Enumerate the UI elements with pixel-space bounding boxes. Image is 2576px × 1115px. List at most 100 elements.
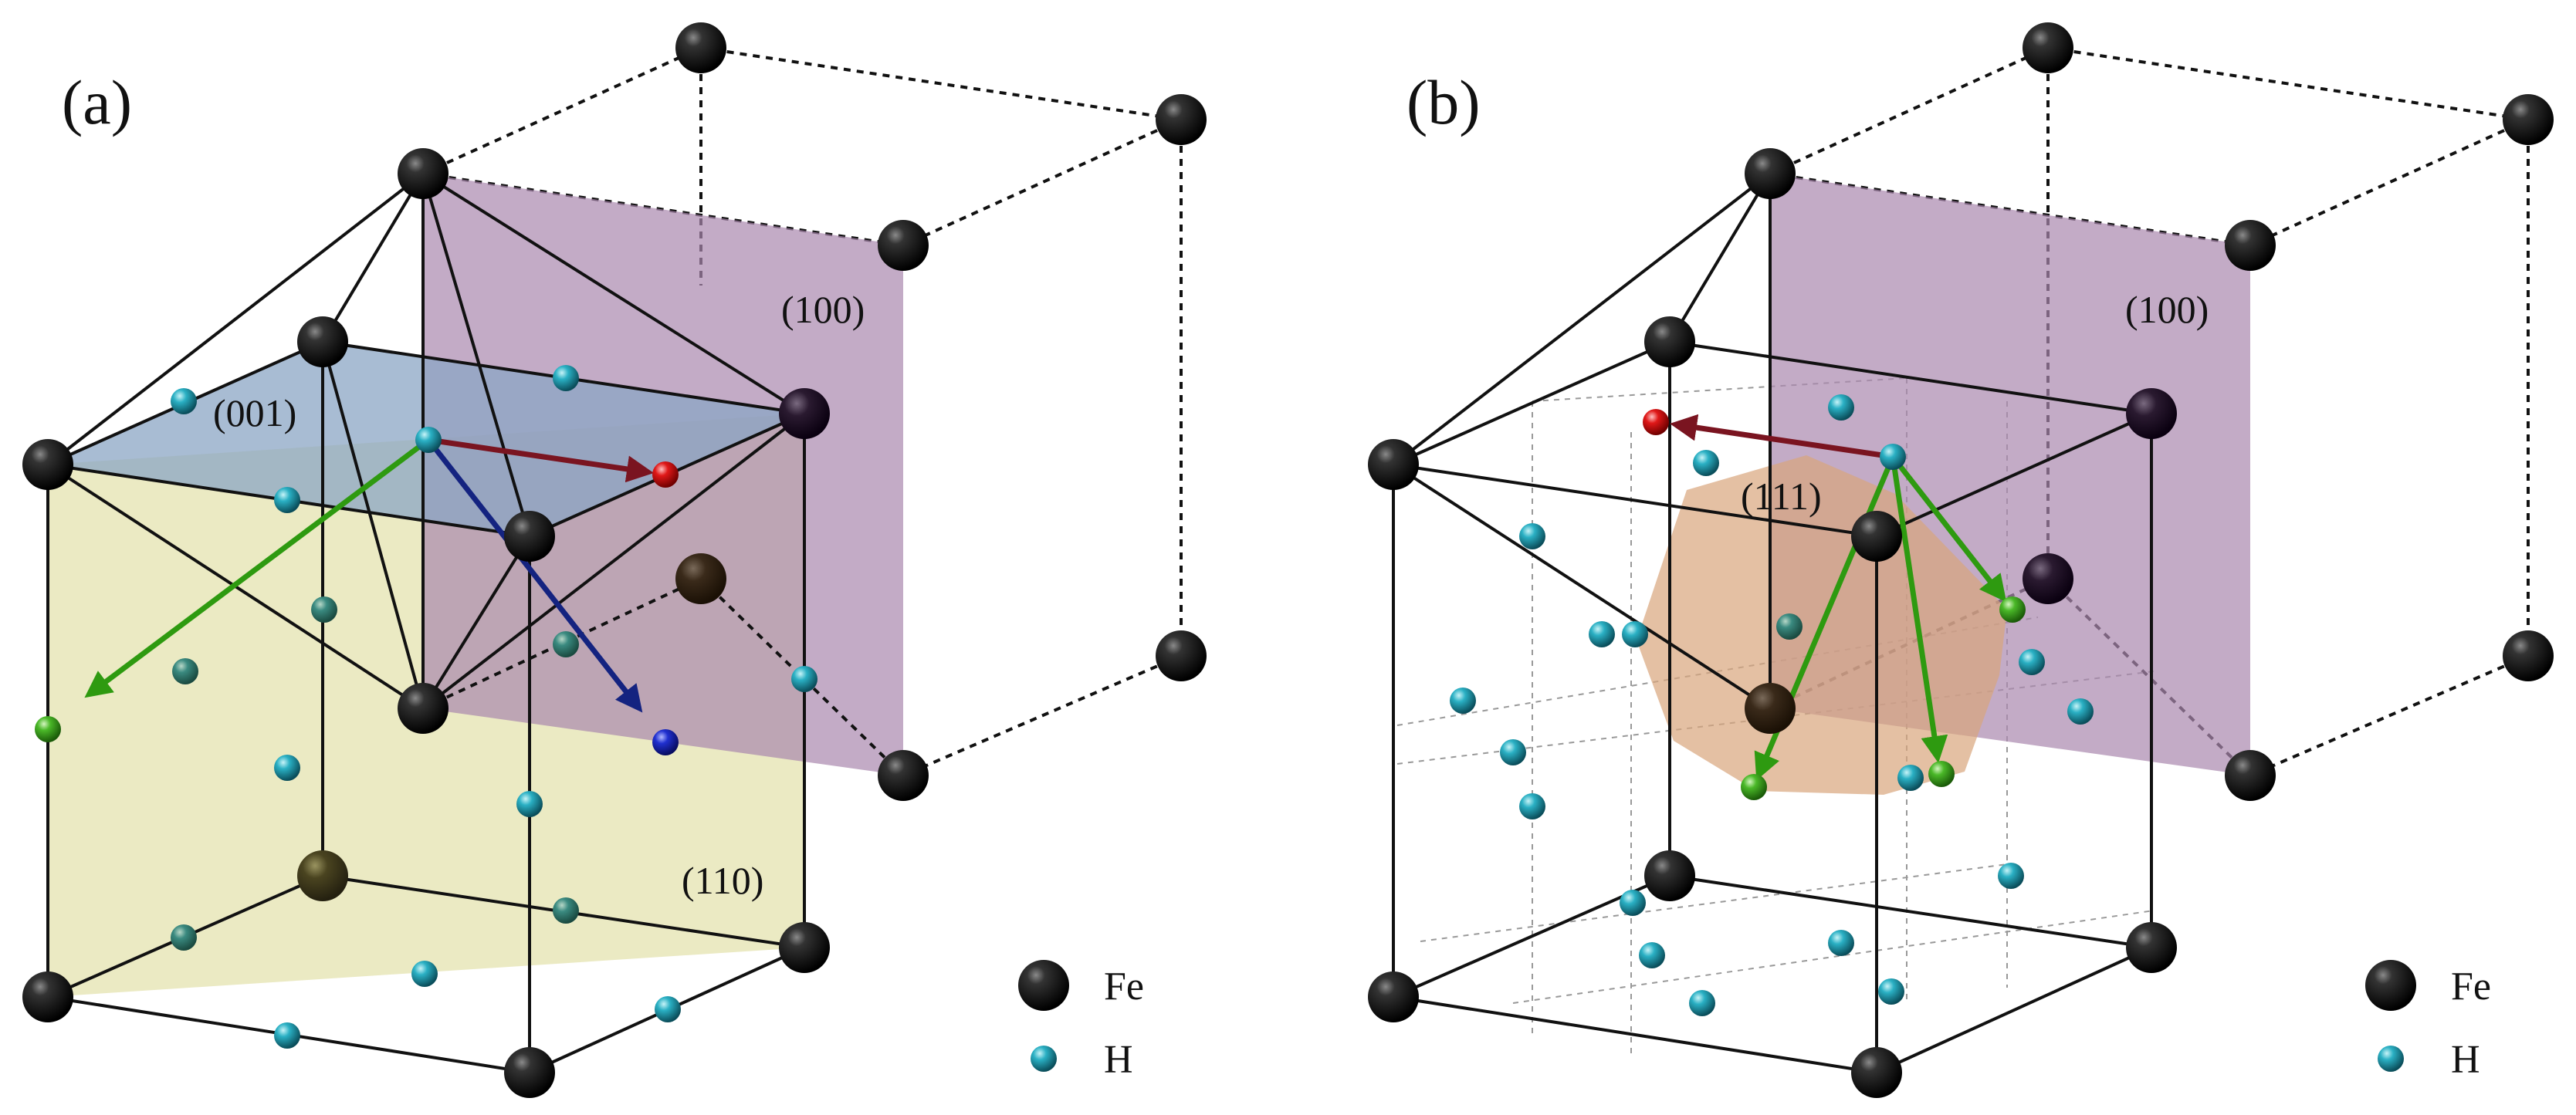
legend-fe-label: Fe [1104, 965, 1144, 1009]
h-atom-green [35, 716, 61, 742]
h-atom [655, 996, 681, 1022]
fe-atom [878, 750, 929, 801]
fe-atoms-b [1368, 22, 2554, 1098]
h-atom [1693, 450, 1719, 476]
h-atom [1519, 523, 1545, 549]
h-atom [274, 487, 300, 513]
fe-atom [2225, 750, 2276, 801]
h-atom-blue [652, 729, 679, 755]
h-atom [171, 388, 197, 414]
h-atom [1897, 765, 1924, 791]
legend-b: Fe H [2365, 960, 2491, 1082]
fe-atom [779, 922, 830, 973]
h-atom-green [1928, 761, 1955, 787]
legend-fe-label: Fe [2451, 965, 2491, 1009]
h-atom [553, 365, 579, 391]
fe-atom [878, 220, 929, 271]
h-atom [553, 631, 579, 657]
plane-label-111: (111) [1741, 475, 1822, 518]
h-atom [1828, 394, 1854, 421]
legend-h-atom [1031, 1046, 1057, 1072]
fe-atom [2503, 94, 2554, 145]
legend-h-atom [2378, 1046, 2404, 1072]
fe-atom [1851, 1047, 1902, 1098]
fe-atom [1745, 148, 1796, 199]
plane-label-110: (110) [682, 859, 763, 902]
h-atom-red [652, 461, 679, 488]
legend-h-label: H [2451, 1038, 2480, 1082]
fe-atom [2126, 388, 2177, 439]
arrow-green-a [84, 438, 431, 698]
h-atom [1620, 890, 1646, 916]
fe-atom [297, 316, 348, 367]
legend-fe-atom [1018, 960, 1069, 1011]
fe-atom [675, 22, 726, 73]
fe-atom [2023, 553, 2073, 604]
h-atom [1998, 863, 2024, 889]
h-atom [791, 666, 817, 692]
arrow-green-b-3 [1891, 454, 2007, 603]
fe-atom [22, 439, 73, 490]
h-atom [1878, 978, 1904, 1005]
fe-atom [504, 511, 555, 562]
h-atom [274, 1022, 300, 1049]
h-atom [1776, 613, 1803, 640]
h-atom [172, 658, 198, 684]
plane-label-100: (100) [781, 288, 865, 331]
h-atom [411, 961, 438, 987]
arrow-red-a [428, 437, 654, 483]
fe-atom [297, 850, 348, 901]
fe-atom [1368, 971, 1419, 1022]
h-atoms-a [35, 365, 817, 1049]
h-atom [415, 427, 442, 453]
fe-atoms-a [22, 22, 1207, 1098]
fe-atom [2503, 630, 2554, 681]
panel-label-b: (b) [1406, 67, 1481, 137]
fe-atom [779, 388, 830, 439]
fe-atom [1745, 683, 1796, 734]
fe-atom [398, 683, 449, 734]
h-atoms-b [1450, 394, 2094, 1016]
fe-atom [1368, 439, 1419, 490]
fe-atom [2225, 220, 2276, 271]
front-cube-b [1392, 172, 2153, 1074]
arrow-green-b-2 [1890, 456, 1948, 763]
h-atom [1622, 621, 1648, 647]
fe-atom [675, 553, 726, 604]
fe-atom [22, 971, 73, 1022]
h-atom [2019, 649, 2045, 675]
h-atom [274, 755, 300, 781]
fe-atom [2023, 22, 2073, 73]
h-atom [516, 791, 543, 817]
h-atom [1689, 990, 1715, 1016]
fe-atom [504, 1047, 555, 1098]
h-atom-green [1999, 596, 2026, 623]
h-atom [1639, 942, 1665, 968]
fe-atom [1851, 511, 1902, 562]
fe-atom [1156, 94, 1207, 145]
plane-label-001: (001) [213, 391, 296, 434]
fe-atom [398, 148, 449, 199]
fe-atom [1644, 850, 1695, 901]
fe-atom [1644, 316, 1695, 367]
h-atom-red [1643, 409, 1669, 435]
panel-b: (b) (111) (100) Fe H [1368, 22, 2554, 1098]
h-atom [2067, 698, 2094, 725]
h-atom [1519, 793, 1545, 819]
h-atom [1500, 739, 1526, 765]
h-atom [553, 897, 579, 924]
legend-a: Fe H [1018, 960, 1144, 1082]
legend-fe-atom [2365, 960, 2416, 1011]
panel-a: (a) (001) (100) (110) Fe H [22, 22, 1207, 1098]
h-atom [1450, 688, 1476, 714]
h-atom-green [1741, 774, 1767, 800]
h-atom [1589, 621, 1615, 647]
panel-label-a: (a) [62, 67, 132, 137]
fe-atom [1156, 630, 1207, 681]
arrow-blue-a [426, 438, 643, 713]
arrow-red-b [1670, 414, 1894, 460]
h-atom [311, 596, 337, 623]
fe-atom [2126, 922, 2177, 973]
h-atom [171, 924, 197, 951]
